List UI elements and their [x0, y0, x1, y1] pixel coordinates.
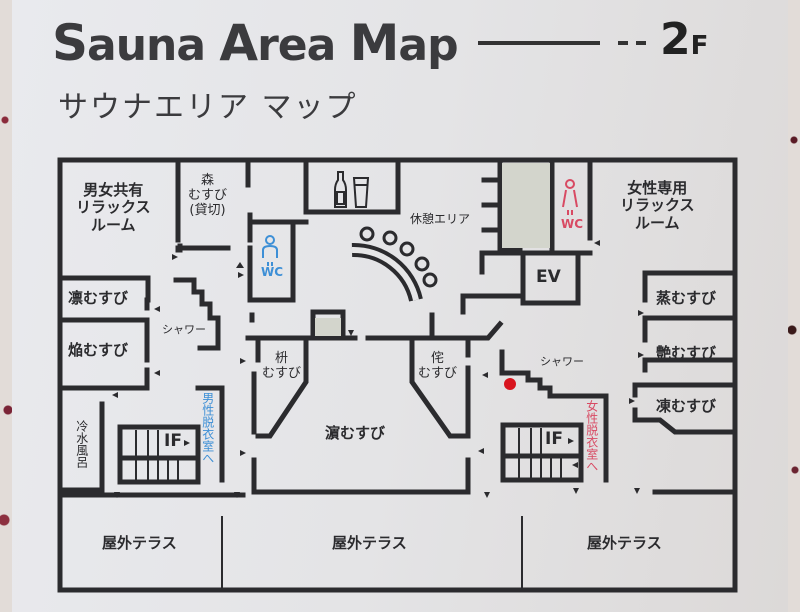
men-wc-icon [262, 235, 278, 266]
men-locker-direction: 男性脱衣室へ [200, 392, 215, 464]
floor-indicator: 2F [660, 14, 709, 65]
elevator-label: EV [536, 267, 561, 287]
title-dash [618, 41, 628, 45]
terrace-center: 屋外テラス [332, 534, 407, 552]
stairs-right-1f: IF [545, 429, 563, 449]
rest-area-label: 休憩エリア [410, 212, 471, 226]
women-wc-label: WC [561, 217, 584, 231]
storage-room [502, 163, 550, 248]
stairs-left-1f: IF [164, 431, 182, 451]
room-ta: 侘むすび [418, 351, 458, 381]
door-arrow-icons [112, 240, 644, 498]
room-women-relax: 女性専用リラックスルーム [620, 179, 695, 232]
map-sign-board [12, 0, 788, 612]
room-masu: 枡むすび [262, 351, 302, 381]
bottle-and-glass-icon [334, 171, 370, 208]
room-shared-relax: 男女共有リラックスルーム [76, 181, 151, 234]
title-japanese: サウナエリア マップ [58, 90, 358, 125]
men-wc-label: WC [261, 265, 284, 279]
title-dash [636, 41, 646, 45]
women-locker-direction: 女性脱衣室へ [584, 400, 599, 472]
room-homura: 焔むすび [68, 341, 129, 359]
shower-right-label: シャワー [540, 355, 584, 368]
room-rin: 凛むすび [68, 289, 129, 307]
room-jo: 蒸むすび [656, 289, 717, 307]
room-hin: 濵むすび [325, 424, 386, 442]
terrace-right: 屋外テラス [587, 534, 662, 552]
room-tou: 凍むすび [656, 397, 717, 415]
room-mori: 森むすび(貸切) [188, 173, 228, 218]
stool-icons [359, 226, 438, 288]
terrace-left: 屋外テラス [102, 534, 177, 552]
you-are-here-dot [504, 378, 516, 390]
women-wc-icon [562, 179, 578, 215]
shower-left-label: シャワー [162, 323, 206, 336]
small-room [315, 318, 341, 336]
room-en: 艶むすび [656, 344, 717, 362]
title-rule [478, 41, 600, 45]
title-english: Sauna Area Map [52, 14, 459, 72]
cold-bath-label: 冷水風呂 [74, 420, 89, 468]
